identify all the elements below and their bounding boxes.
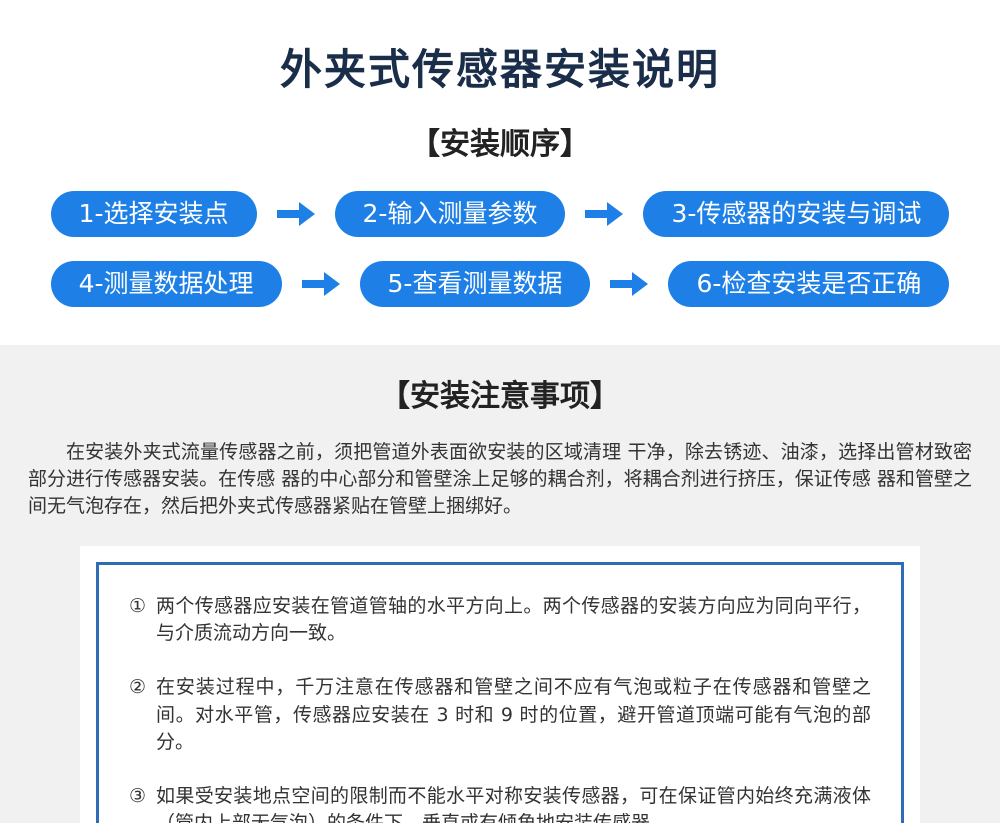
notice-item: ② 在安装过程中，千万注意在传感器和管壁之间不应有气泡或粒子在传感器和管壁之间。… <box>129 674 871 757</box>
item-number: ② <box>129 676 147 698</box>
item-number: ③ <box>129 784 147 807</box>
item-text: 在安装过程中，千万注意在传感器和管壁之间不应有气泡或粒子在传感器和管壁之间。对水… <box>156 676 871 754</box>
arrow-right-icon <box>583 200 625 228</box>
steps-row-2: 4-测量数据处理 5-查看测量数据 6-检查安装是否正确 <box>0 261 1000 307</box>
step-pill-5: 5-查看测量数据 <box>359 261 591 307</box>
arrow-right-icon <box>300 270 342 298</box>
notice-section: 【安装注意事项】 在安装外夹式流量传感器之前，须把管道外表面欲安装的区域清理 干… <box>0 345 1000 823</box>
step-pill-3: 3-传感器的安装与调试 <box>643 191 950 237</box>
page-title: 外夹式传感器安装说明 <box>279 45 720 94</box>
step-pill-4: 4-测量数据处理 <box>50 261 282 307</box>
arrow-right-icon <box>275 200 317 228</box>
item-text: 如果受安装地点空间的限制而不能水平对称安装传感器，可在保证管内始终充满液体（管内… <box>156 784 871 823</box>
step-pill-1: 1-选择安装点 <box>50 191 257 237</box>
install-steps: 1-选择安装点 2-输入测量参数 3-传感器的安装与调试 4-测量数据处理 5-… <box>0 191 1000 331</box>
page-header: 外夹式传感器安装说明 【安装顺序】 <box>0 0 1000 163</box>
notice-card-border: ① 两个传感器应安装在管道管轴的水平方向上。两个传感器的安装方向应为同向平行，与… <box>96 561 904 823</box>
step-pill-6: 6-检查安装是否正确 <box>668 261 950 307</box>
notice-card: ① 两个传感器应安装在管道管轴的水平方向上。两个传感器的安装方向应为同向平行，与… <box>80 545 920 823</box>
notice-item: ① 两个传感器应安装在管道管轴的水平方向上。两个传感器的安装方向应为同向平行，与… <box>129 593 871 648</box>
item-text: 两个传感器应安装在管道管轴的水平方向上。两个传感器的安装方向应为同向平行，与介质… <box>156 594 871 645</box>
item-number: ① <box>129 594 147 617</box>
arrow-right-icon <box>608 270 650 298</box>
notice-item: ③ 如果受安装地点空间的限制而不能水平对称安装传感器，可在保证管内始终充满液体（… <box>129 783 871 823</box>
step-pill-2: 2-输入测量参数 <box>334 191 566 237</box>
notice-intro: 在安装外夹式流量传感器之前，须把管道外表面欲安装的区域清理 干净，除去锈迹、油漆… <box>28 441 972 517</box>
steps-row-1: 1-选择安装点 2-输入测量参数 3-传感器的安装与调试 <box>0 191 1000 237</box>
notice-heading: 【安装注意事项】 <box>380 379 620 414</box>
install-order-heading: 【安装顺序】 <box>410 127 590 162</box>
